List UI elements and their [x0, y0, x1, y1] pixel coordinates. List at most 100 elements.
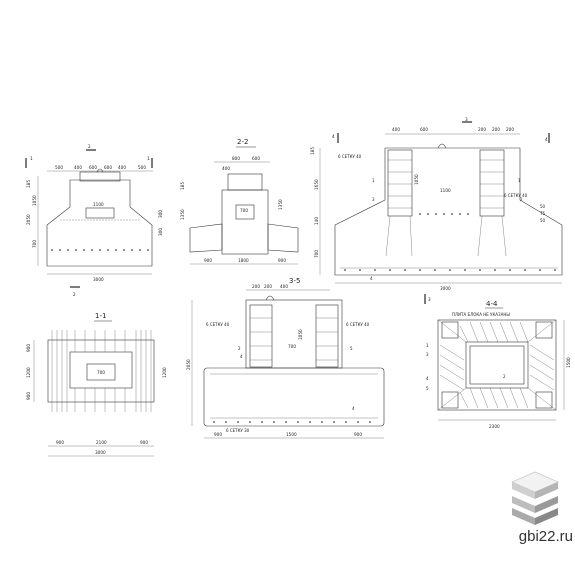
- dim-right-1: 1350: [278, 199, 283, 210]
- dim-left: 2050: [186, 359, 191, 370]
- dim-left-6: 300: [158, 228, 163, 236]
- leader-label-4: 4: [352, 406, 355, 411]
- view-front-elevation: 1 1 2 2 500 400 600 600 400 500 1100: [25, 144, 163, 297]
- dim-right: 1200: [162, 367, 167, 378]
- rebar-dots-35: [213, 421, 371, 423]
- hatch-lines-44: [439, 321, 555, 409]
- cut-mark: 3: [428, 297, 431, 302]
- cut-mark-left: 1: [30, 156, 33, 161]
- leader-label-1: 1: [372, 178, 375, 183]
- dim-bottom-2: 1800: [238, 258, 249, 263]
- note-top: ПЛИТА БЛОКА НЕ УКАЗАНЫ: [452, 312, 510, 317]
- dim-top-2: 400: [222, 166, 230, 171]
- dim-left-2: 1650: [314, 179, 319, 190]
- leader-label-1: 2: [238, 346, 241, 351]
- small-dim-3: 50: [540, 218, 546, 223]
- dim-top-4: 600: [104, 165, 112, 170]
- cut-mark-left: 4: [332, 134, 335, 139]
- dim-left-1: 185: [310, 147, 315, 155]
- caption-2-2: 2-2: [237, 138, 248, 146]
- view-section-3-3: 4 3 4 400 600 200 200 200: [310, 117, 563, 291]
- dim-bottom-3: 900: [354, 432, 362, 437]
- dim-left-3: 140: [314, 217, 319, 225]
- note-right: 6 СЕТКУ 40: [346, 322, 370, 327]
- dim-left-1: 185: [180, 182, 185, 190]
- leader-label-5: 2: [503, 374, 506, 379]
- dim-top-1: 200: [252, 284, 260, 289]
- leader-label-2: 3: [426, 352, 429, 357]
- rebar-dots-33: [344, 213, 556, 271]
- dim-overall: 3000: [93, 277, 104, 282]
- cut-mark-top: 3: [465, 117, 468, 122]
- dim-center: 700: [97, 370, 105, 375]
- dim-left-4: 700: [32, 240, 37, 248]
- corner-cages-44: [437, 319, 557, 411]
- dim-bottom-1: 900: [214, 432, 222, 437]
- leader-label-3: 5: [350, 346, 353, 351]
- caption-4-4: 4-4: [486, 300, 498, 308]
- site-logo-icon: [511, 471, 559, 525]
- dim-top-2: 200: [264, 284, 272, 289]
- leader-label-4: 1: [518, 178, 521, 183]
- rebar-cage-right: [477, 159, 507, 257]
- dim-bottom-1: 900: [204, 258, 212, 263]
- leader-label-3: 4: [426, 376, 429, 381]
- dim-top-3: 200: [478, 127, 486, 132]
- dim-left-5: 300: [158, 210, 163, 218]
- dim-bottom-3: 900: [140, 440, 148, 445]
- note-left: 6 СЕТКУ 40: [206, 322, 230, 327]
- dim-left-3: 2050: [26, 214, 31, 225]
- dim-inner2: 1050: [414, 174, 419, 185]
- leader-label-5: 2: [520, 197, 523, 202]
- dim-left-2: 1200: [26, 367, 31, 378]
- dim-right: 1500: [566, 357, 571, 368]
- small-dim-1: 50: [540, 204, 546, 209]
- cut-mark-bottom: 2: [73, 292, 76, 297]
- dim-inner: 700: [240, 208, 248, 213]
- watermark-text: gbi22.ru: [518, 528, 573, 545]
- dim-top-6: 500: [138, 165, 146, 170]
- dim-overall: 3000: [440, 286, 451, 291]
- dim-top-5: 400: [118, 165, 126, 170]
- dim-top-1: 400: [392, 127, 400, 132]
- leader-label-3: 4: [370, 276, 373, 281]
- dim-inner: 1100: [440, 188, 451, 193]
- dim-center: 1100: [93, 202, 104, 207]
- view-section-4-4: 3 4-4 ПЛИТА БЛОКА НЕ УКАЗАНЫ: [424, 294, 571, 429]
- caption-1-1: 1-1: [95, 312, 106, 320]
- cut-mark-right: 4: [545, 137, 548, 142]
- leader-label-2: 3: [372, 197, 375, 202]
- leader-label-2: 4: [240, 354, 243, 359]
- cut-mark-top: 2: [88, 144, 91, 149]
- dim-left-2: 1050: [32, 195, 37, 206]
- view-section-2-2: 2-2 800 400 600 700 185 1350 1350 900 18…: [180, 138, 299, 265]
- dim-left-3: 900: [26, 392, 31, 400]
- dim-top-5: 200: [506, 127, 514, 132]
- dim-top-3: 600: [252, 156, 260, 161]
- leader-label-4: 5: [426, 386, 429, 391]
- dim-top-2: 400: [74, 165, 82, 170]
- dim-top-3: 400: [280, 284, 288, 289]
- dim-left-2: 1350: [180, 209, 185, 220]
- dim-top-1: 500: [55, 165, 63, 170]
- dim-bottom-2: 1500: [286, 432, 297, 437]
- view-section-3-5: 3-5 200 200 400 700 1050 6 СЕТКУ: [186, 277, 385, 439]
- rebar-dots-front: [51, 249, 149, 251]
- note-right: 6 СЕТКУ 40: [504, 193, 528, 198]
- dim-overall: 2300: [489, 424, 500, 429]
- dim-inner2: 1050: [298, 329, 303, 340]
- dim-overall: 3000: [95, 450, 106, 455]
- view-section-1-1: 1-1 700 900 1200 900 1200 900 2100 900 3…: [26, 312, 167, 457]
- caption-3-5: 3-5: [289, 277, 300, 285]
- dim-left-4: 700: [314, 250, 319, 258]
- cut-mark-right: 1: [147, 156, 150, 161]
- dim-top-2: 600: [420, 127, 428, 132]
- dim-bottom-1: 900: [56, 440, 64, 445]
- small-dim-2: 75: [540, 211, 546, 216]
- leader-label-1: 1: [426, 343, 429, 348]
- rebar-cage-left: [385, 159, 413, 257]
- dim-bottom-2: 2100: [96, 440, 107, 445]
- dim-left-1: 900: [26, 344, 31, 352]
- dim-top-1: 800: [232, 156, 240, 161]
